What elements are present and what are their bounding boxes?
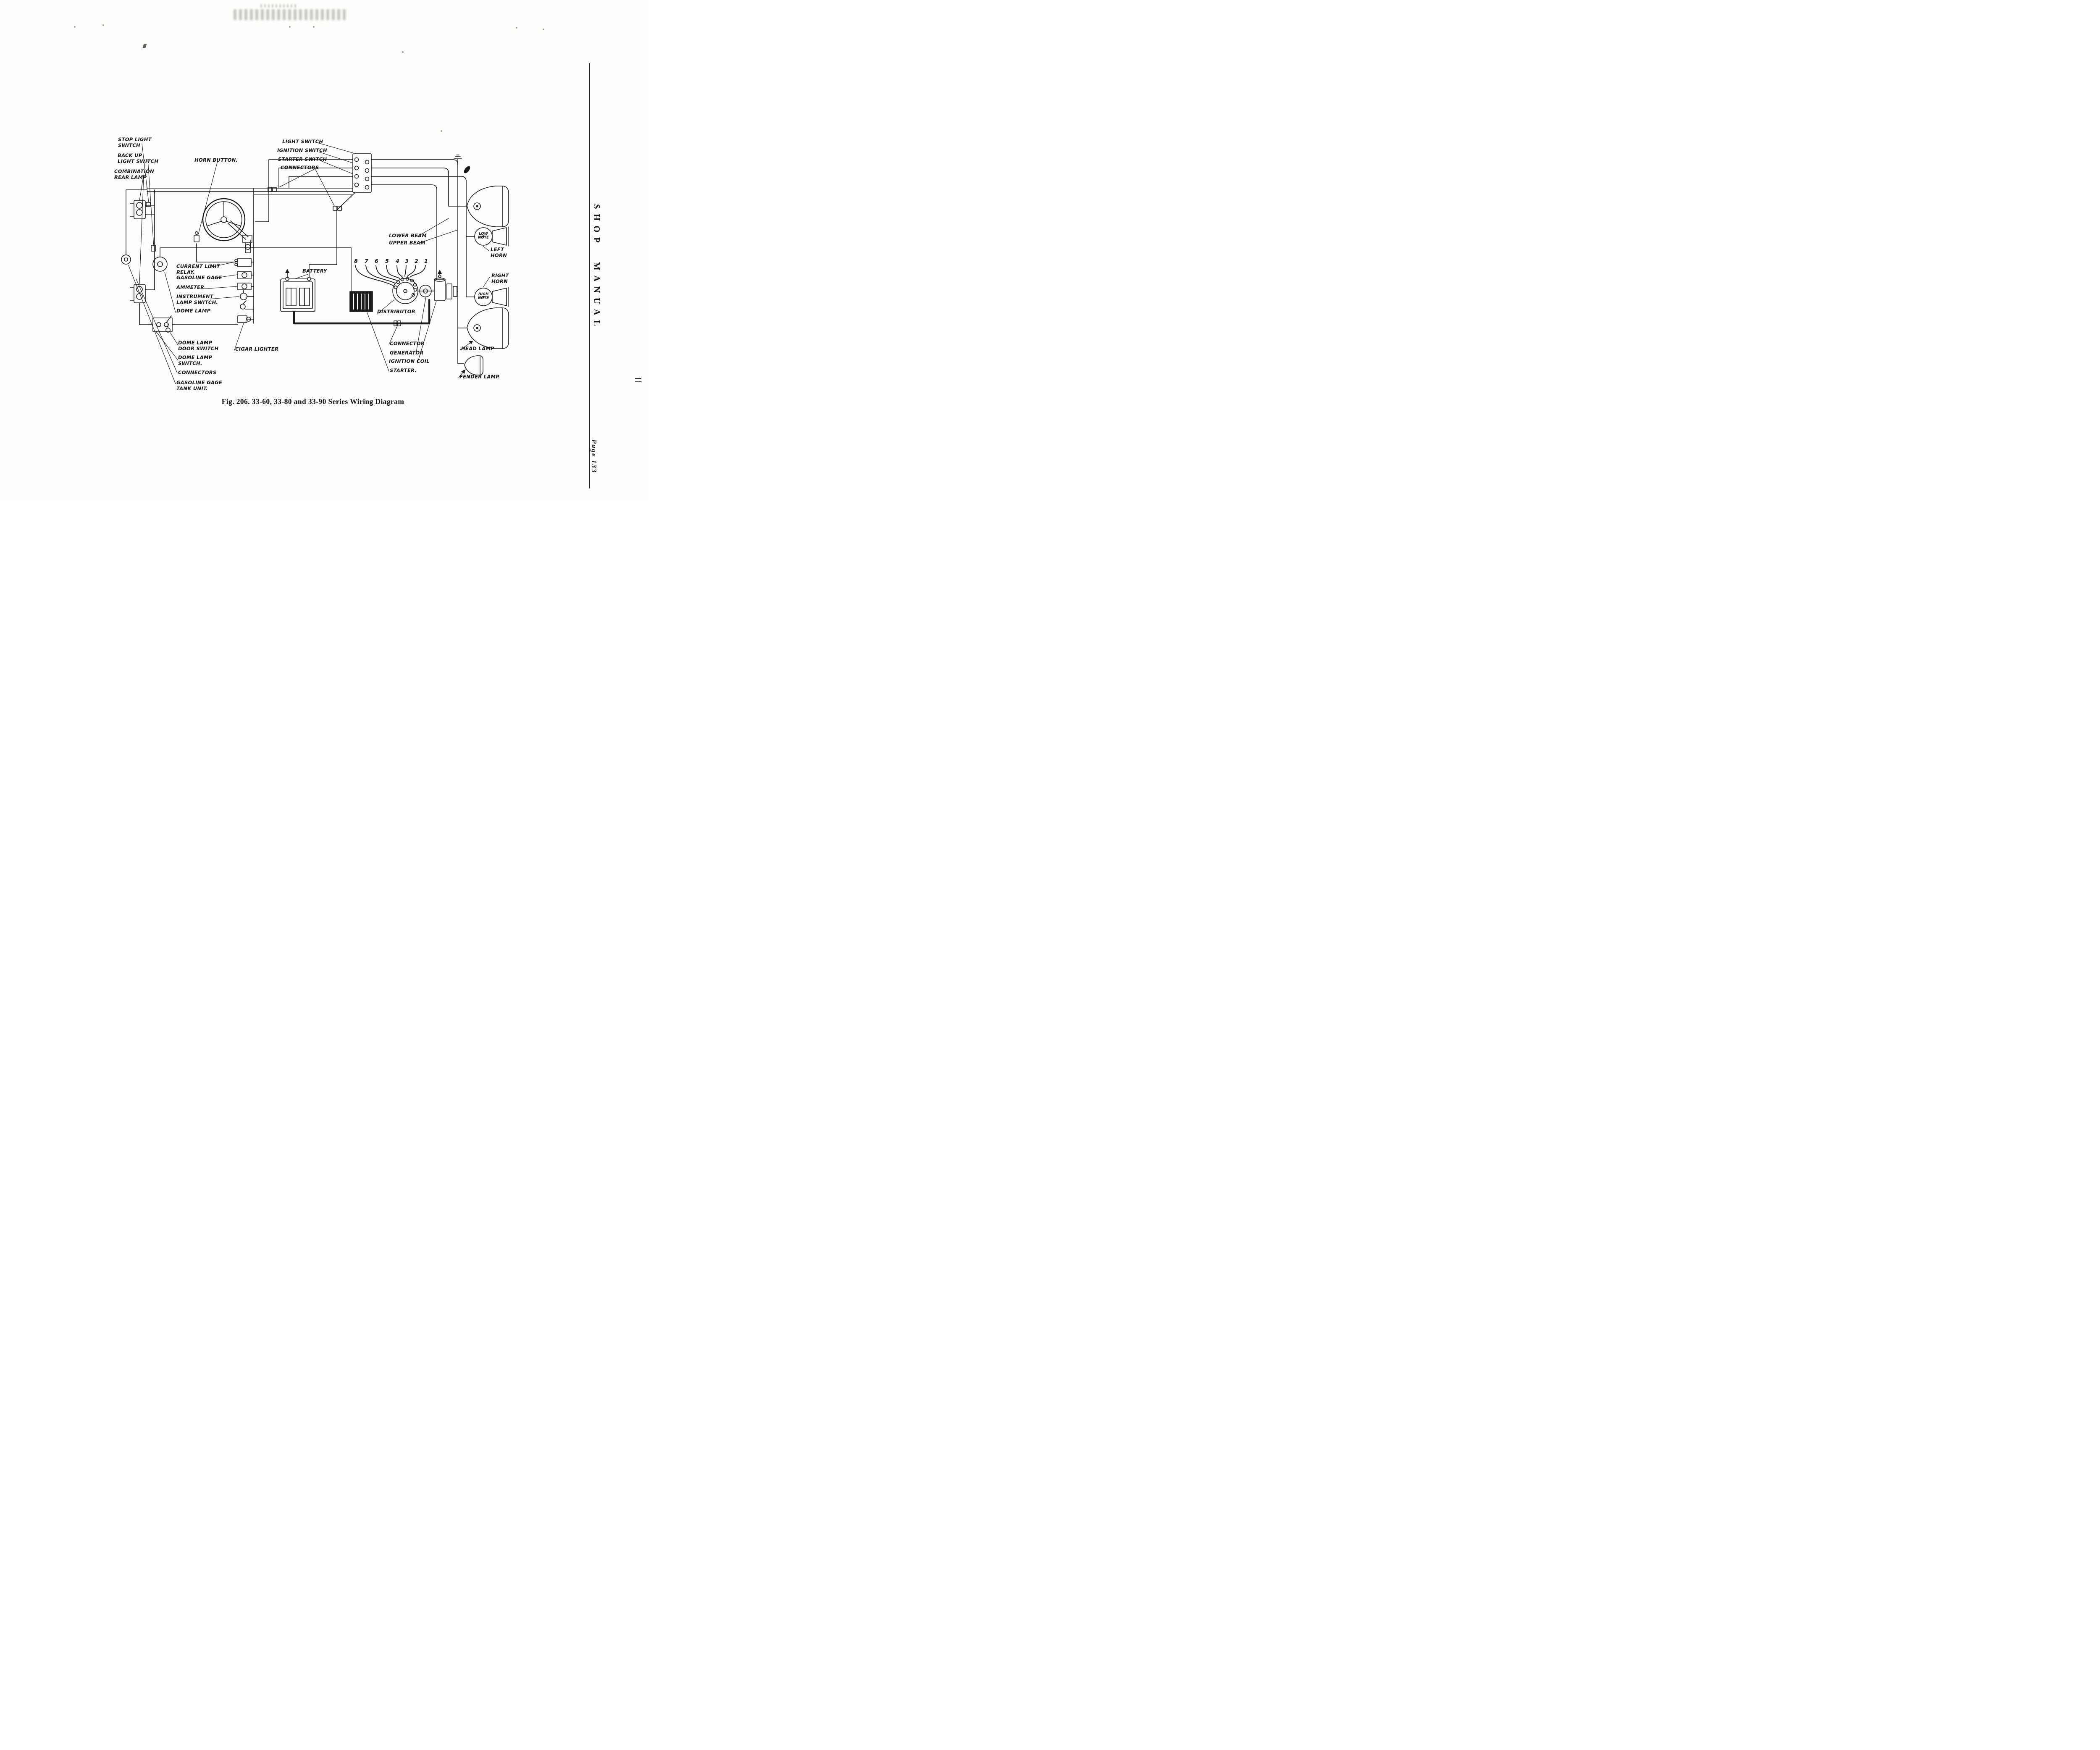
shop-manual-page: STOP LIGHT SWITCH BACK UP LIGHT SWITCH C… bbox=[0, 0, 649, 500]
scan-speck bbox=[543, 29, 544, 30]
head-lamp-lower-symbol bbox=[467, 307, 509, 349]
label-cylinder-4: 4 bbox=[396, 258, 399, 264]
dash-units bbox=[234, 258, 254, 323]
label-horn-button: HORN BUTTON. bbox=[194, 157, 238, 163]
leader-lines bbox=[128, 142, 490, 384]
dome-lamp-door-switch-symbol bbox=[165, 323, 171, 333]
distributor-symbol bbox=[392, 277, 418, 304]
head-lamp-upper-symbol bbox=[467, 186, 509, 227]
scan-speck bbox=[313, 26, 315, 28]
label-cylinder-7: 7 bbox=[365, 258, 368, 264]
margin-title: SHOP MANUAL bbox=[592, 204, 602, 331]
connector-block-symbol bbox=[446, 283, 458, 299]
label-cylinder-6: 6 bbox=[375, 258, 378, 264]
light-switch-assembly bbox=[352, 153, 372, 193]
label-distributor: DISTRIBUTOR bbox=[377, 309, 415, 315]
dome-lamp-symbol bbox=[152, 257, 168, 272]
scan-speck bbox=[516, 27, 517, 29]
figure-caption: Fig. 206. 33-60, 33-80 and 33-90 Series … bbox=[221, 397, 404, 406]
margin-dash-mark bbox=[635, 378, 641, 382]
label-stop-light-switch: STOP LIGHT SWITCH bbox=[118, 136, 152, 148]
horn-low-note-symbol bbox=[474, 226, 509, 247]
scan-speck bbox=[289, 26, 291, 28]
label-connector: CONNECTOR bbox=[390, 341, 425, 346]
fender-lamp-symbol bbox=[464, 355, 483, 375]
label-ignition-switch: IGNITION SWITCH bbox=[277, 147, 327, 153]
left-run-switches bbox=[146, 202, 156, 252]
label-cylinder-5: 5 bbox=[385, 258, 389, 264]
label-fender-lamp: FENDER LAMP. bbox=[459, 374, 500, 380]
label-starter: STARTER. bbox=[390, 367, 417, 373]
label-instrument-lamp-switch: INSTRUMENT LAMP SWITCH. bbox=[176, 294, 218, 305]
label-high-note: HIGH NOTE bbox=[478, 292, 489, 300]
page-number: Page 133 bbox=[590, 439, 598, 473]
label-generator: GENERATOR bbox=[390, 350, 424, 356]
label-low-note: LOW NOTE bbox=[478, 232, 489, 240]
steering-wheel bbox=[202, 198, 252, 253]
scan-speck bbox=[74, 26, 76, 28]
label-ammeter: AMMETER bbox=[176, 284, 205, 290]
wiring-harness bbox=[126, 159, 475, 364]
label-dome-lamp-switch: DOME LAMP SWITCH. bbox=[178, 354, 213, 366]
margin-rule bbox=[589, 63, 590, 488]
rear-lamp-lower-symbol bbox=[130, 284, 146, 303]
label-cylinder-2: 2 bbox=[415, 258, 418, 264]
label-back-up-light-switch: BACK UP LIGHT SWITCH bbox=[118, 152, 159, 164]
label-current-limit-relay: CURRENT LIMIT RELAY. bbox=[176, 263, 220, 275]
dome-lamp-switch-plate bbox=[152, 315, 173, 332]
label-gasoline-gage-tank-unit: GASOLINE GAGE TANK UNIT. bbox=[176, 380, 223, 391]
label-dome-lamp-door-switch: DOME LAMP DOOR SWITCH bbox=[178, 340, 219, 352]
scan-smudge-small bbox=[260, 4, 298, 8]
label-cigar-lighter: CIGAR LIGHTER bbox=[235, 346, 279, 352]
label-gasoline-gage: GASOLINE GAGE bbox=[176, 275, 223, 281]
battery-symbol bbox=[280, 277, 315, 312]
scan-smudge bbox=[234, 9, 347, 20]
scan-speck bbox=[102, 24, 104, 26]
label-battery: BATTERY bbox=[302, 268, 327, 274]
label-connectors-top: CONNECTORS bbox=[281, 165, 319, 171]
label-right-horn: RIGHT HORN bbox=[491, 273, 509, 284]
label-lower-beam: LOWER BEAM bbox=[389, 233, 427, 239]
tank-unit-symbol bbox=[121, 250, 131, 265]
rear-lamp-upper-symbol bbox=[130, 200, 146, 219]
label-cylinder-1: 1 bbox=[424, 258, 428, 264]
label-cylinder-8: 8 bbox=[354, 258, 358, 264]
label-left-horn: LEFT HORN bbox=[491, 247, 507, 258]
label-combination-rear-lamp: COMBINATION REAR LAMP bbox=[114, 168, 154, 180]
label-starter-switch: STARTER SWITCH bbox=[278, 156, 327, 162]
scan-speck bbox=[402, 51, 404, 53]
starter-symbol bbox=[349, 291, 373, 312]
ground-symbols bbox=[285, 155, 470, 278]
ignition-coil-symbol bbox=[434, 275, 446, 301]
generator-symbol bbox=[419, 285, 432, 297]
label-connectors-left: CONNECTORS bbox=[178, 370, 217, 375]
scan-speck bbox=[441, 130, 442, 132]
label-head-lamp: HEAD LAMP bbox=[461, 346, 494, 352]
label-dome-lamp: DOME LAMP bbox=[176, 308, 211, 314]
label-light-switch: LIGHT SWITCH bbox=[282, 139, 323, 144]
spark-plug-wires bbox=[355, 265, 426, 286]
wiring-diagram bbox=[121, 142, 509, 384]
label-cylinder-3: 3 bbox=[405, 258, 409, 264]
label-ignition-coil: IGNITION COIL bbox=[389, 358, 430, 364]
label-upper-beam: UPPER BEAM bbox=[389, 240, 425, 246]
horn-high-note-symbol bbox=[474, 287, 509, 307]
connector-symbols bbox=[268, 187, 401, 326]
horn-button-symbol bbox=[194, 231, 200, 242]
